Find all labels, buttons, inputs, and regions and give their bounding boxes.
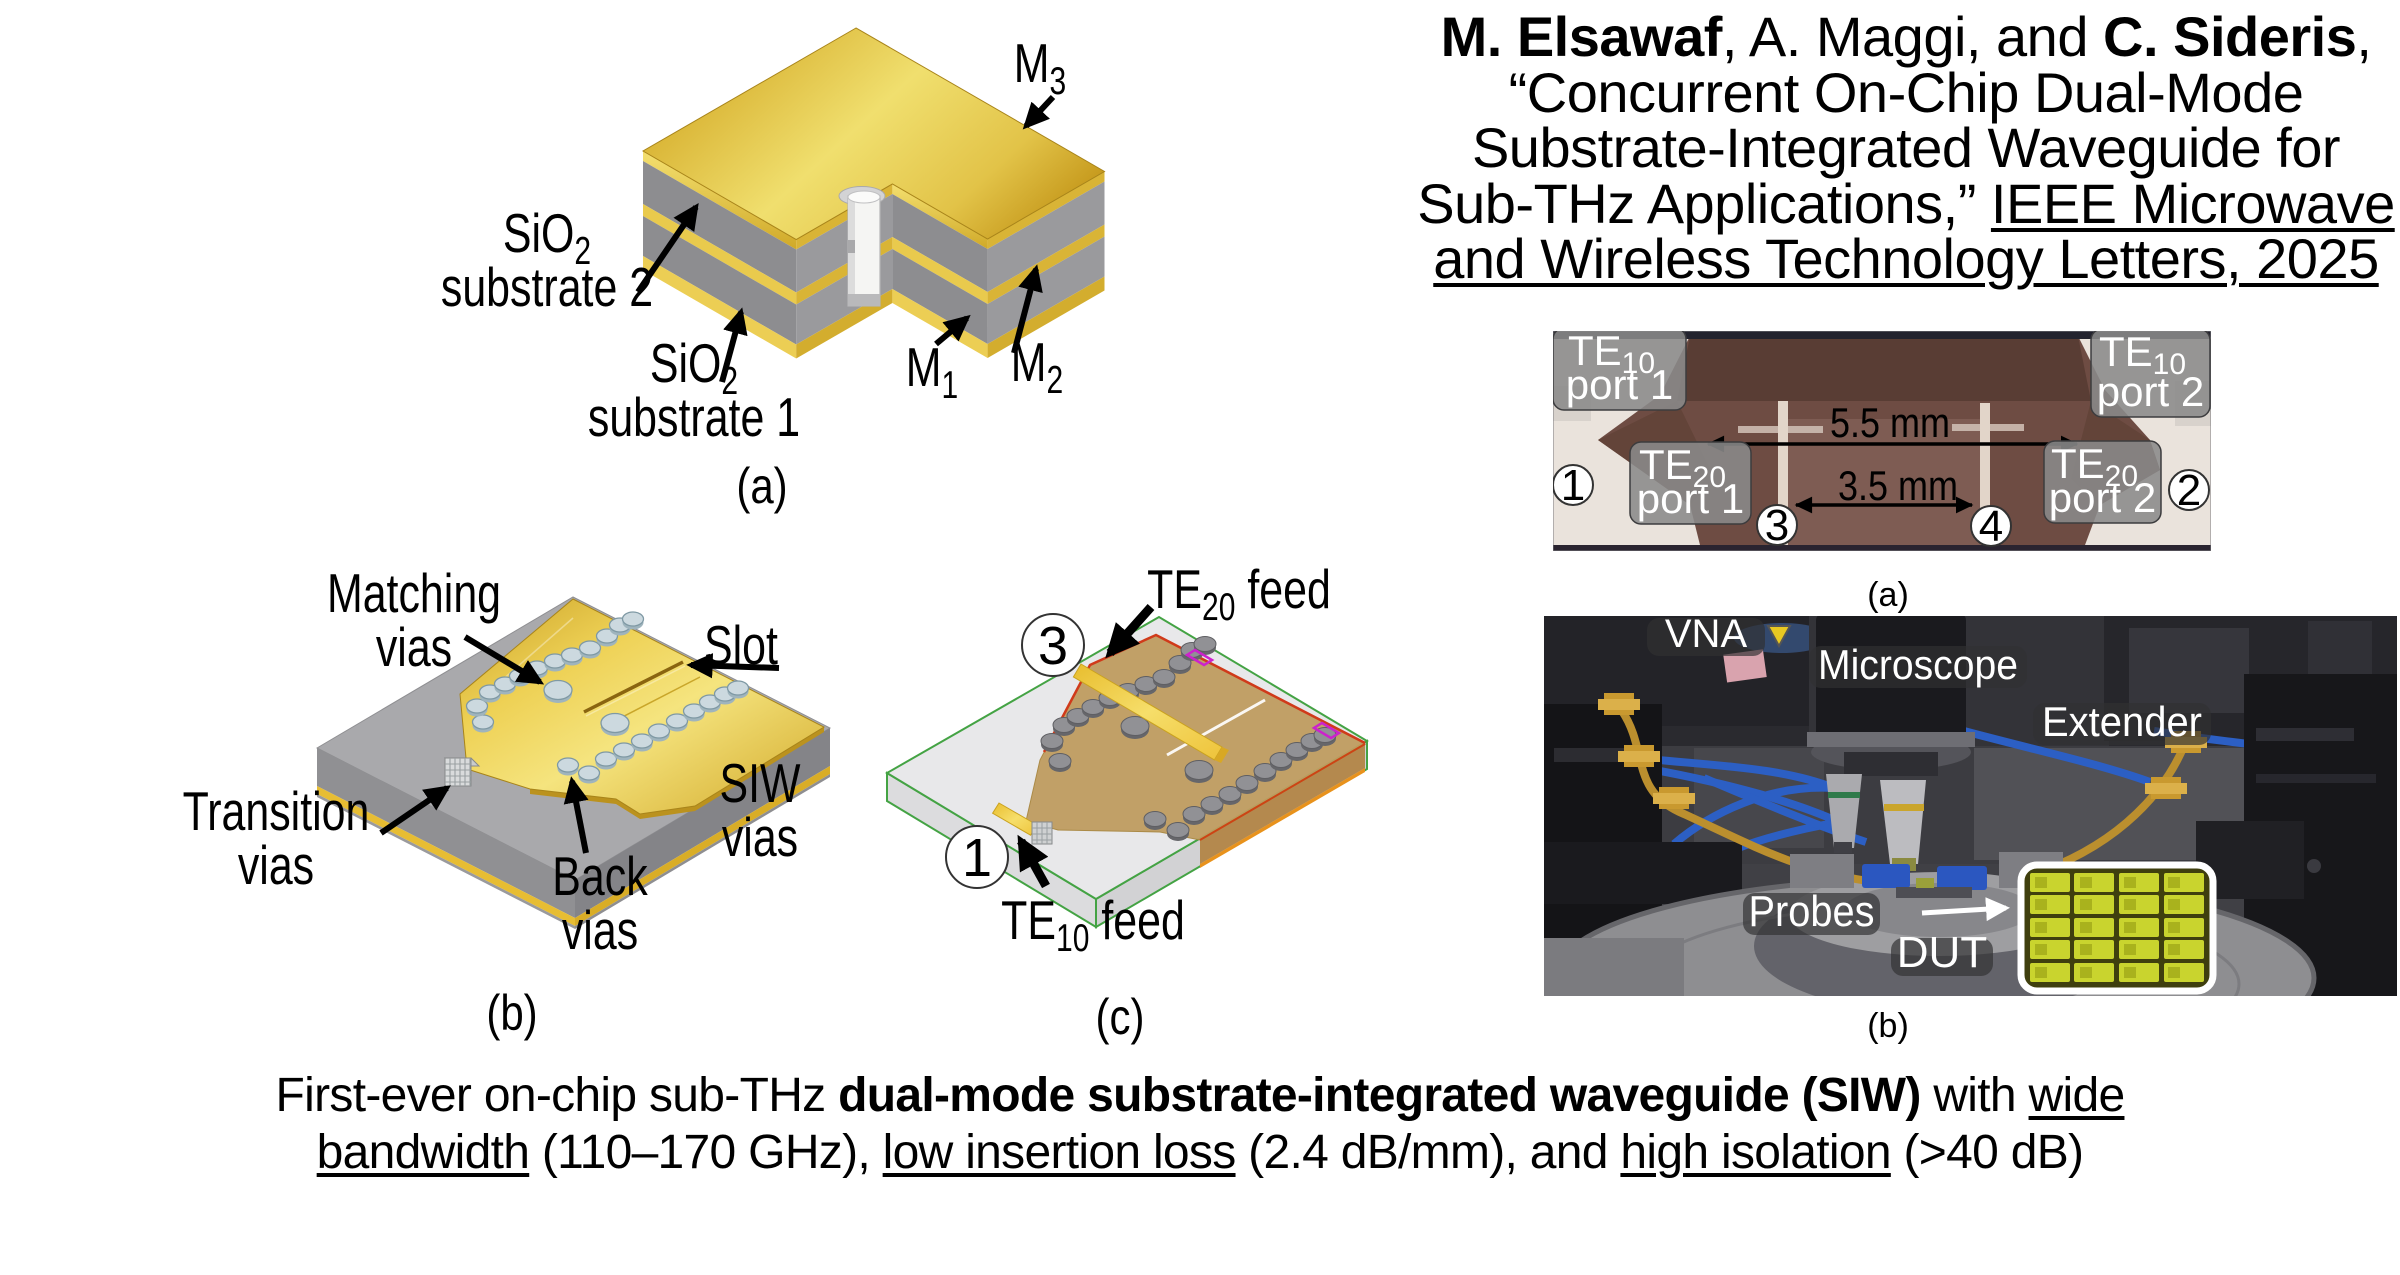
svg-text:1: 1 (962, 828, 992, 888)
svg-text:DUT: DUT (1897, 928, 1987, 977)
svg-text:port 1: port 1 (1566, 361, 1673, 408)
svg-text:port 2: port 2 (2097, 368, 2204, 415)
svg-text:2: 2 (2177, 466, 2201, 515)
svg-text:Microscope: Microscope (1818, 641, 2018, 688)
svg-text:port 1: port 1 (1637, 475, 1744, 522)
svg-text:1: 1 (1561, 461, 1585, 510)
svg-text:3: 3 (1765, 501, 1789, 550)
svg-text:Probes: Probes (1749, 887, 1875, 936)
svg-text:port 2: port 2 (2049, 474, 2156, 521)
svg-text:4: 4 (1979, 502, 2003, 551)
svg-text:3: 3 (1038, 616, 1068, 676)
svg-text:Extender: Extender (2042, 698, 2202, 745)
svg-text:3.5 mm: 3.5 mm (1838, 462, 1958, 509)
svg-text:5.5 mm: 5.5 mm (1830, 399, 1950, 446)
svg-text:VNA: VNA (1665, 616, 1748, 656)
